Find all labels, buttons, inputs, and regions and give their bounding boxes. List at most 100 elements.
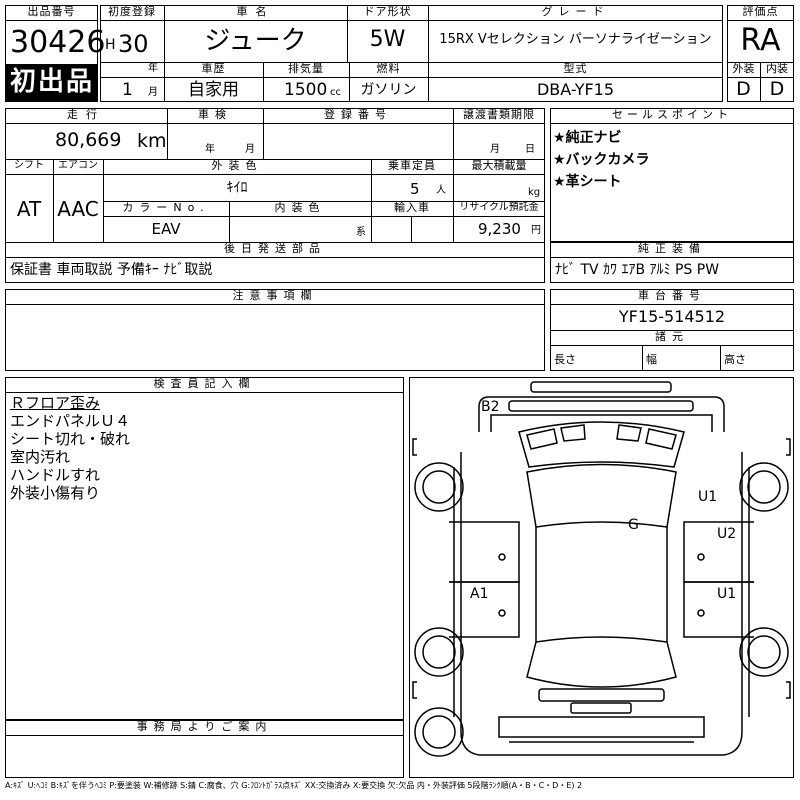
inspector-line-2: エンドパネルＵ４ — [10, 412, 131, 430]
lot-box — [5, 5, 98, 102]
inspection-month-unit: 月 — [245, 144, 255, 155]
height-label: 高さ — [724, 353, 746, 366]
load-label: 最大積載量 — [471, 159, 527, 172]
history-label: 車歴 — [201, 62, 226, 75]
inspector-line-3: シート切れ・破れ — [10, 430, 131, 448]
exterior-score-label: 外装 — [732, 62, 755, 75]
damage-mark-b2: B2 — [481, 399, 500, 415]
car-name-label: 車名 — [236, 5, 275, 18]
inspector-box — [5, 377, 404, 720]
later-parts: 保証書 車両取説 予備ｷｰ ﾅﾋﾞ取説 — [10, 262, 213, 278]
interior-color-unit: 系 — [356, 227, 366, 238]
inspection-year-unit: 年 — [205, 144, 215, 155]
color-no: EAV — [151, 220, 181, 238]
grade: 15RX Vセレクション パーソナライゼーション — [439, 32, 712, 47]
legend: A:ｷｽﾞ U:ﾍｺﾐ B:ｷｽﾞを伴うﾍｺﾐ P:要塗装 W:補修跡 S:錆 … — [5, 781, 583, 790]
chassis-label: 車台番号 — [638, 289, 706, 302]
transfer-day-unit: 日 — [525, 144, 535, 155]
ac: AAC — [57, 197, 99, 221]
inspection-label: 車検 — [198, 108, 232, 121]
model: DBA-YF15 — [536, 80, 615, 99]
displacement-unit: cc — [330, 87, 341, 98]
exterior-color: ｷｲﾛ — [226, 180, 248, 196]
sales-point-2: ★バックカメラ — [553, 152, 650, 168]
damage-mark-u1-right-rear: U1 — [717, 586, 737, 602]
first-reg-label: 初度登録 — [108, 5, 156, 18]
interior-score: D — [769, 78, 785, 100]
score-label: 評価点 — [742, 5, 779, 18]
inspector-line-6: 外装小傷有り — [10, 484, 101, 502]
color-label: 外装色 — [211, 159, 263, 172]
month-unit: 月 — [148, 87, 158, 98]
equipment-box — [550, 242, 794, 283]
first-listing-badge — [6, 64, 97, 101]
mileage: 80,669 — [55, 129, 122, 151]
model-label: 型式 — [563, 62, 588, 75]
load-unit: kg — [528, 187, 541, 198]
recycle-label: リサイクル預託金 — [459, 202, 539, 213]
sales-point-1: ★純正ナビ — [553, 130, 622, 146]
lot-number: 30426 — [10, 25, 106, 60]
notes-label: 注意事項欄 — [232, 289, 318, 302]
length-label: 長さ — [554, 353, 576, 366]
capacity-label: 乗車定員 — [388, 159, 436, 172]
fuel: ガソリン — [360, 82, 417, 98]
transfer-label: 譲渡書類期限 — [463, 108, 535, 121]
equipment-label: 純正装備 — [638, 242, 706, 255]
first-reg-month: 1 — [122, 80, 133, 100]
transfer-month-unit: 月 — [490, 144, 500, 155]
inspector-line-1: Ｒフロア歪み — [10, 394, 101, 412]
registration-label: 登録番号 — [324, 108, 392, 121]
sales-points-label: セールスポイント — [612, 108, 732, 121]
inspector-line-5: ハンドルすれ — [10, 466, 101, 484]
damage-mark-g: G — [628, 517, 639, 533]
office-label: 事務局よりご案内 — [136, 720, 273, 733]
inspector-line-4: 室内汚れ — [10, 448, 71, 466]
vehicle-info-grid — [5, 108, 545, 283]
interior-color-label: 内装色 — [274, 201, 326, 214]
damage-mark-a1: A1 — [470, 586, 489, 602]
door-label: ドア形状 — [363, 5, 412, 18]
score: RA — [740, 23, 781, 58]
mileage-unit: km — [137, 130, 167, 152]
ac-label: エアコン — [58, 160, 98, 171]
sales-points-box — [550, 108, 794, 242]
sales-point-3: ★革シート — [553, 174, 622, 190]
interior-score-label: 内装 — [766, 62, 788, 75]
inspector-label: 検査員記入欄 — [153, 377, 256, 390]
car-name: ジューク — [204, 26, 307, 56]
shift: AT — [16, 197, 42, 221]
header-grid — [100, 5, 723, 102]
dims-label: 諸元 — [655, 330, 689, 343]
capacity-unit: 人 — [436, 185, 446, 196]
recycle-unit: 円 — [531, 225, 541, 236]
damage-mark-u2: U2 — [717, 526, 737, 542]
first-reg-year: 30 — [118, 30, 149, 58]
lot-label: 出品番号 — [27, 5, 76, 18]
displacement: 1500 — [284, 80, 328, 100]
import-label: 輸入車 — [394, 201, 430, 214]
displacement-label: 排気量 — [288, 62, 324, 75]
notes-box — [5, 289, 545, 371]
color-no-label: カラーNo. — [122, 201, 210, 214]
car-diagram-box — [409, 377, 794, 778]
era: H — [105, 37, 116, 53]
first-listing-text: 初出品 — [10, 67, 95, 97]
capacity: 5 — [410, 180, 420, 198]
office-box — [5, 720, 404, 778]
width-label: 幅 — [646, 353, 657, 366]
history: 自家用 — [188, 80, 239, 100]
car-diagram — [412, 381, 791, 757]
later-parts-label: 後日発送部品 — [224, 242, 326, 255]
exterior-score: D — [736, 78, 751, 100]
mileage-label: 走行 — [67, 108, 105, 121]
recycle-fee: 9,230 — [478, 220, 521, 238]
grade-label: グレード — [541, 5, 610, 18]
damage-mark-u1-right-front: U1 — [698, 489, 718, 505]
chassis-number: YF15-514512 — [618, 307, 726, 326]
fuel-label: 燃料 — [376, 62, 401, 75]
equipment-value: ﾅﾋﾞ TV ｶﾜ ｴｱB ｱﾙﾐ PS PW — [555, 262, 720, 278]
door-type: 5W — [369, 27, 406, 52]
year-unit: 年 — [148, 63, 158, 74]
shift-label: シフト — [14, 160, 44, 171]
